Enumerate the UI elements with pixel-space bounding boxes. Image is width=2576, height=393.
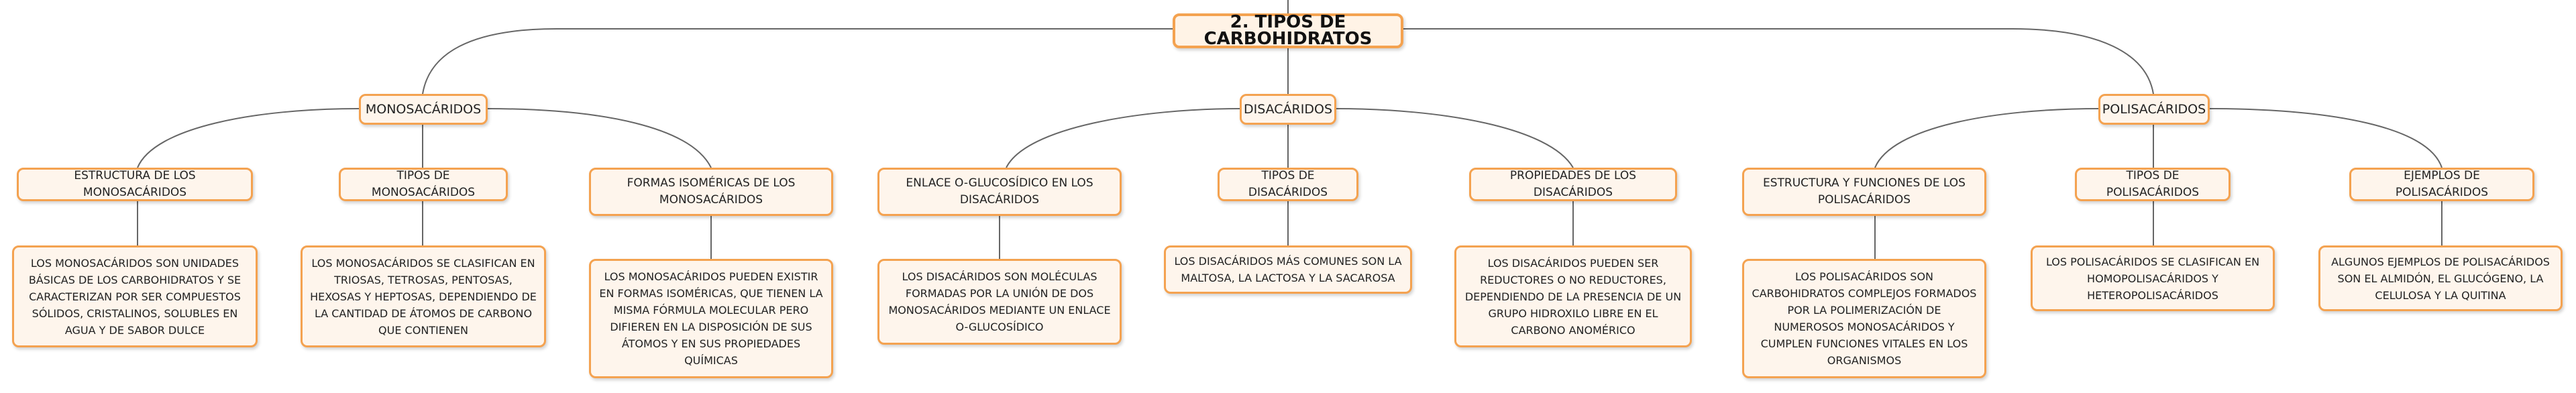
map-title: 2. TIPOS DE CARBOHIDRATOS [1173, 13, 1403, 48]
text-formas-isomericas: LOS MONOSACÁRIDOS PUEDEN EXISTIR EN FORM… [589, 259, 833, 378]
text-tipos-disacaridos: LOS DISACÁRIDOS MÁS COMUNES SON LA MALTO… [1164, 245, 1412, 294]
text-estructura-funciones-polisacaridos: LOS POLISACÁRIDOS SON CARBOHIDRATOS COMP… [1742, 259, 1986, 378]
topic-ejemplos-polisacaridos: EJEMPLOS DE POLISACÁRIDOS [2349, 168, 2534, 201]
branch-monosacaridos: MONOSACÁRIDOS [359, 94, 488, 125]
text-propiedades-disacaridos: LOS DISACÁRIDOS PUEDEN SER REDUCTORES O … [1454, 245, 1692, 347]
text-enlace-o-glucosidico: LOS DISACÁRIDOS SON MOLÉCULAS FORMADAS P… [877, 259, 1122, 345]
text-ejemplos-polisacaridos: ALGUNOS EJEMPLOS DE POLISACÁRIDOS SON EL… [2318, 245, 2563, 311]
topic-formas-isomericas: FORMAS ISOMÉRICAS DE LOS MONOSACÁRIDOS [589, 168, 833, 216]
text-tipos-polisacaridos: LOS POLISACÁRIDOS SE CLASIFICAN EN HOMOP… [2031, 245, 2275, 311]
topic-estructura-funciones-polisacaridos: ESTRUCTURA Y FUNCIONES DE LOS POLISACÁRI… [1742, 168, 1986, 216]
topic-propiedades-disacaridos: PROPIEDADES DE LOS DISACÁRIDOS [1469, 168, 1677, 201]
text-estructura-monosacaridos: LOS MONOSACÁRIDOS SON UNIDADES BÁSICAS D… [12, 245, 258, 347]
topic-tipos-disacaridos: TIPOS DE DISACÁRIDOS [1218, 168, 1358, 201]
topic-estructura-monosacaridos: ESTRUCTURA DE LOS MONOSACÁRIDOS [17, 168, 253, 201]
branch-disacaridos: DISACÁRIDOS [1240, 94, 1336, 125]
branch-polisacaridos: POLISACÁRIDOS [2098, 94, 2210, 125]
topic-enlace-o-glucosidico: ENLACE O-GLUCOSÍDICO EN LOS DISACÁRIDOS [877, 168, 1122, 216]
topic-tipos-polisacaridos: TIPOS DE POLISACÁRIDOS [2075, 168, 2231, 201]
topic-tipos-monosacaridos: TIPOS DE MONOSACÁRIDOS [339, 168, 508, 201]
text-tipos-monosacaridos: LOS MONOSACÁRIDOS SE CLASIFICAN EN TRIOS… [301, 245, 546, 347]
